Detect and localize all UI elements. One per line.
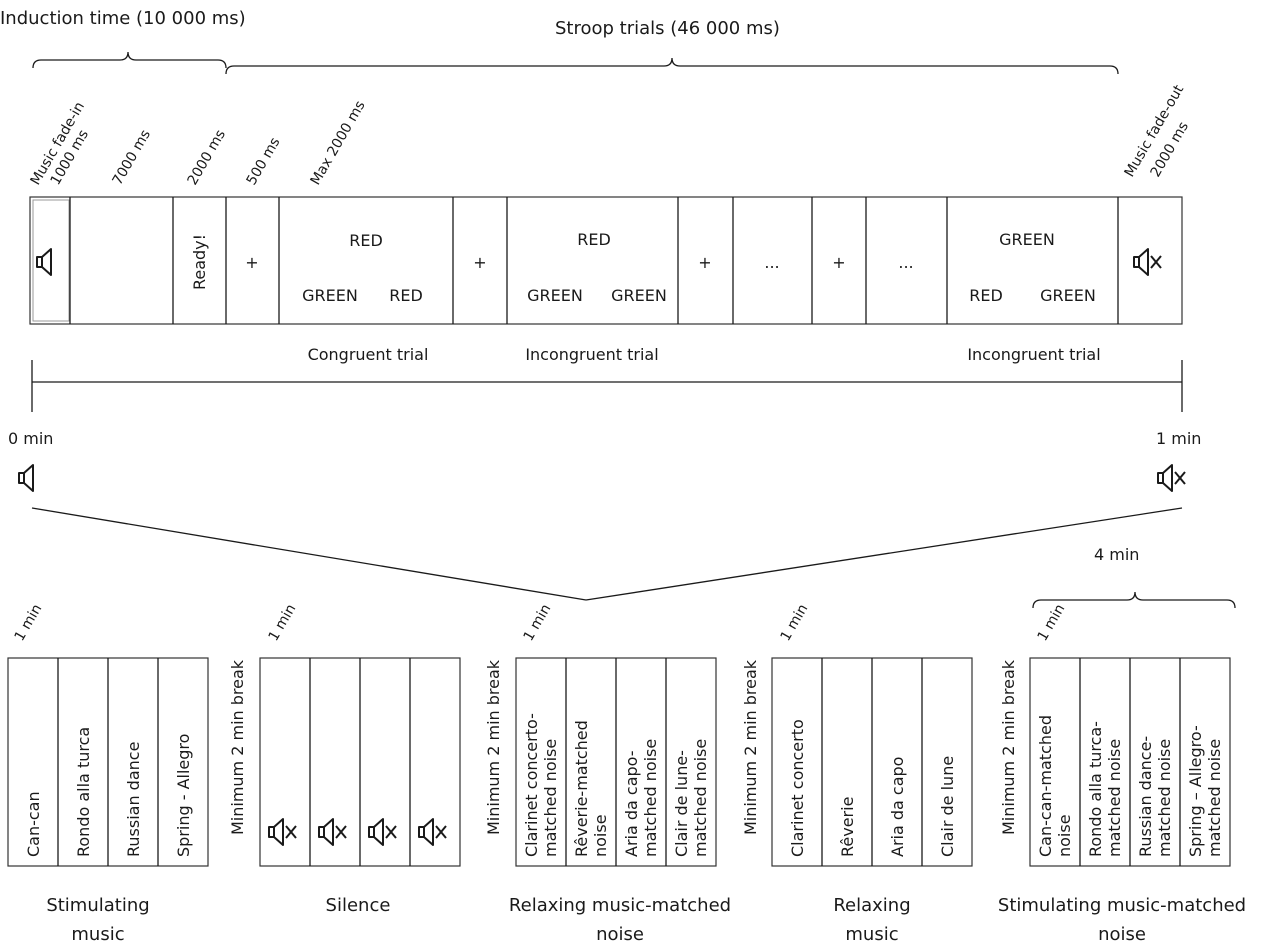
break-label: Minimum 2 min break: [999, 659, 1018, 835]
stroop-brace: [225, 57, 1119, 75]
cell-can-can: Can-can: [24, 791, 43, 857]
break-label: Minimum 2 min break: [484, 659, 503, 835]
cell-spring-allegro: Spring - Allegro: [174, 734, 193, 857]
break-label: Minimum 2 min break: [228, 659, 247, 835]
block-relaxing-noise: 1 min Clarinet concerto- matched noise R…: [509, 602, 731, 945]
speaker-muted-icon: [1157, 464, 1186, 492]
block-duration-label: 1 min: [266, 602, 300, 644]
timeline-end-label: 1 min: [1156, 429, 1201, 448]
cell-spring-noise-line2: matched noise: [1205, 739, 1224, 857]
one-minute-timeline: [31, 360, 1183, 412]
block-label: Stimulating music-matched: [998, 895, 1246, 916]
block-stimulating-music: 1 min Can-can Rondo alla turca Russian d…: [7, 602, 209, 945]
cell-clair-de-lune: Clair de lune: [938, 756, 957, 857]
trial1-word: RED: [349, 231, 383, 250]
cell-aria-noise-line2: matched noise: [641, 739, 660, 857]
cell-reverie: Rêverie: [838, 797, 857, 857]
trial3-word: GREEN: [999, 230, 1055, 249]
fixation-cross: +: [245, 253, 258, 272]
cell-can-can-noise-line1: Can-can-matched: [1036, 715, 1055, 857]
cell-aria-da-capo: Aria da capo: [888, 757, 907, 857]
block-stimulating-noise: 1 min Can-can-matched noise Rondo alla t…: [998, 602, 1246, 945]
block-label: Stimulating: [46, 895, 149, 916]
block-label: Silence: [326, 895, 391, 916]
fixation-cross: +: [832, 253, 845, 272]
zoom-funnel: [31, 507, 1183, 601]
block-relaxing-music: 1 min Clarinet concerto Rêverie Aria da …: [771, 602, 973, 945]
block-label: Relaxing music-matched: [509, 895, 731, 916]
duration-500: 500 ms: [244, 135, 284, 188]
cell-clair-noise-line1: Clair de lune-: [672, 750, 691, 857]
trial-sequence-strip: [29, 196, 1183, 325]
block-label: noise: [596, 924, 644, 945]
fixation-cross: +: [473, 253, 486, 272]
block-duration-label: 1 min: [521, 602, 555, 644]
duration-7000: 7000 ms: [110, 127, 154, 188]
break-label: Minimum 2 min break: [741, 659, 760, 835]
induction-brace: [32, 51, 227, 69]
cell-clarinet-noise-line1: Clarinet concerto-: [522, 713, 541, 857]
cell-russian-noise-line1: Russian dance-: [1136, 736, 1155, 857]
ellipsis-text: ...: [764, 253, 779, 272]
duration-max-2000: Max 2000 ms: [308, 98, 369, 188]
block-label: noise: [1098, 924, 1146, 945]
cell-aria-noise-line1: Aria da capo-: [622, 750, 641, 857]
fixation-cross: +: [698, 253, 711, 272]
ready-text: Ready!: [190, 234, 209, 290]
cell-russian-noise-line2: matched noise: [1155, 739, 1174, 857]
cell-clair-noise-line2: matched noise: [691, 739, 710, 857]
block-duration-label: 1 min: [1035, 602, 1069, 644]
cell-reverie-noise-line1: Rêverie-matched: [572, 720, 591, 857]
cell-rondo-alla-turca: Rondo alla turca: [74, 727, 93, 857]
block-label: Relaxing: [833, 895, 910, 916]
cell-reverie-noise-line2: noise: [591, 814, 610, 857]
four-min-label: 4 min: [1094, 545, 1139, 564]
cell-rondo-noise-line2: matched noise: [1105, 739, 1124, 857]
trial1-option-left: GREEN: [302, 286, 358, 305]
trial2-word: RED: [577, 230, 611, 249]
cell-rondo-noise-line1: Rondo alla turca-: [1086, 721, 1105, 857]
cell-clarinet-concerto: Clarinet concerto: [788, 719, 807, 857]
cell-spring-noise-line1: Spring – Allegro-: [1186, 725, 1205, 857]
cell-russian-dance: Russian dance: [124, 742, 143, 857]
duration-2000: 2000 ms: [185, 127, 229, 188]
cell-clarinet-noise-line2: matched noise: [541, 739, 560, 857]
trial2-option-left: GREEN: [527, 286, 583, 305]
incongruent-trial-label: Incongruent trial: [525, 345, 658, 364]
block-label: music: [71, 924, 124, 945]
congruent-trial-label: Congruent trial: [308, 345, 429, 364]
induction-time-label: Induction time (10 000 ms): [0, 8, 246, 29]
incongruent-trial-label: Incongruent trial: [967, 345, 1100, 364]
four-min-brace: [1032, 591, 1236, 609]
block-duration-label: 1 min: [12, 602, 46, 644]
block-duration-label: 1 min: [778, 602, 812, 644]
trial2-option-right: GREEN: [611, 286, 667, 305]
block-label: music: [845, 924, 898, 945]
timeline-start-label: 0 min: [8, 429, 53, 448]
ellipsis-text: ...: [898, 253, 913, 272]
speaker-icon: [18, 464, 34, 492]
trial1-option-right: RED: [389, 286, 423, 305]
trial3-option-right: GREEN: [1040, 286, 1096, 305]
cell-can-can-noise-line2: noise: [1055, 814, 1074, 857]
block-silence: 1 min Silence: [259, 602, 461, 916]
trial3-option-left: RED: [969, 286, 1003, 305]
stroop-trials-label: Stroop trials (46 000 ms): [555, 18, 780, 39]
